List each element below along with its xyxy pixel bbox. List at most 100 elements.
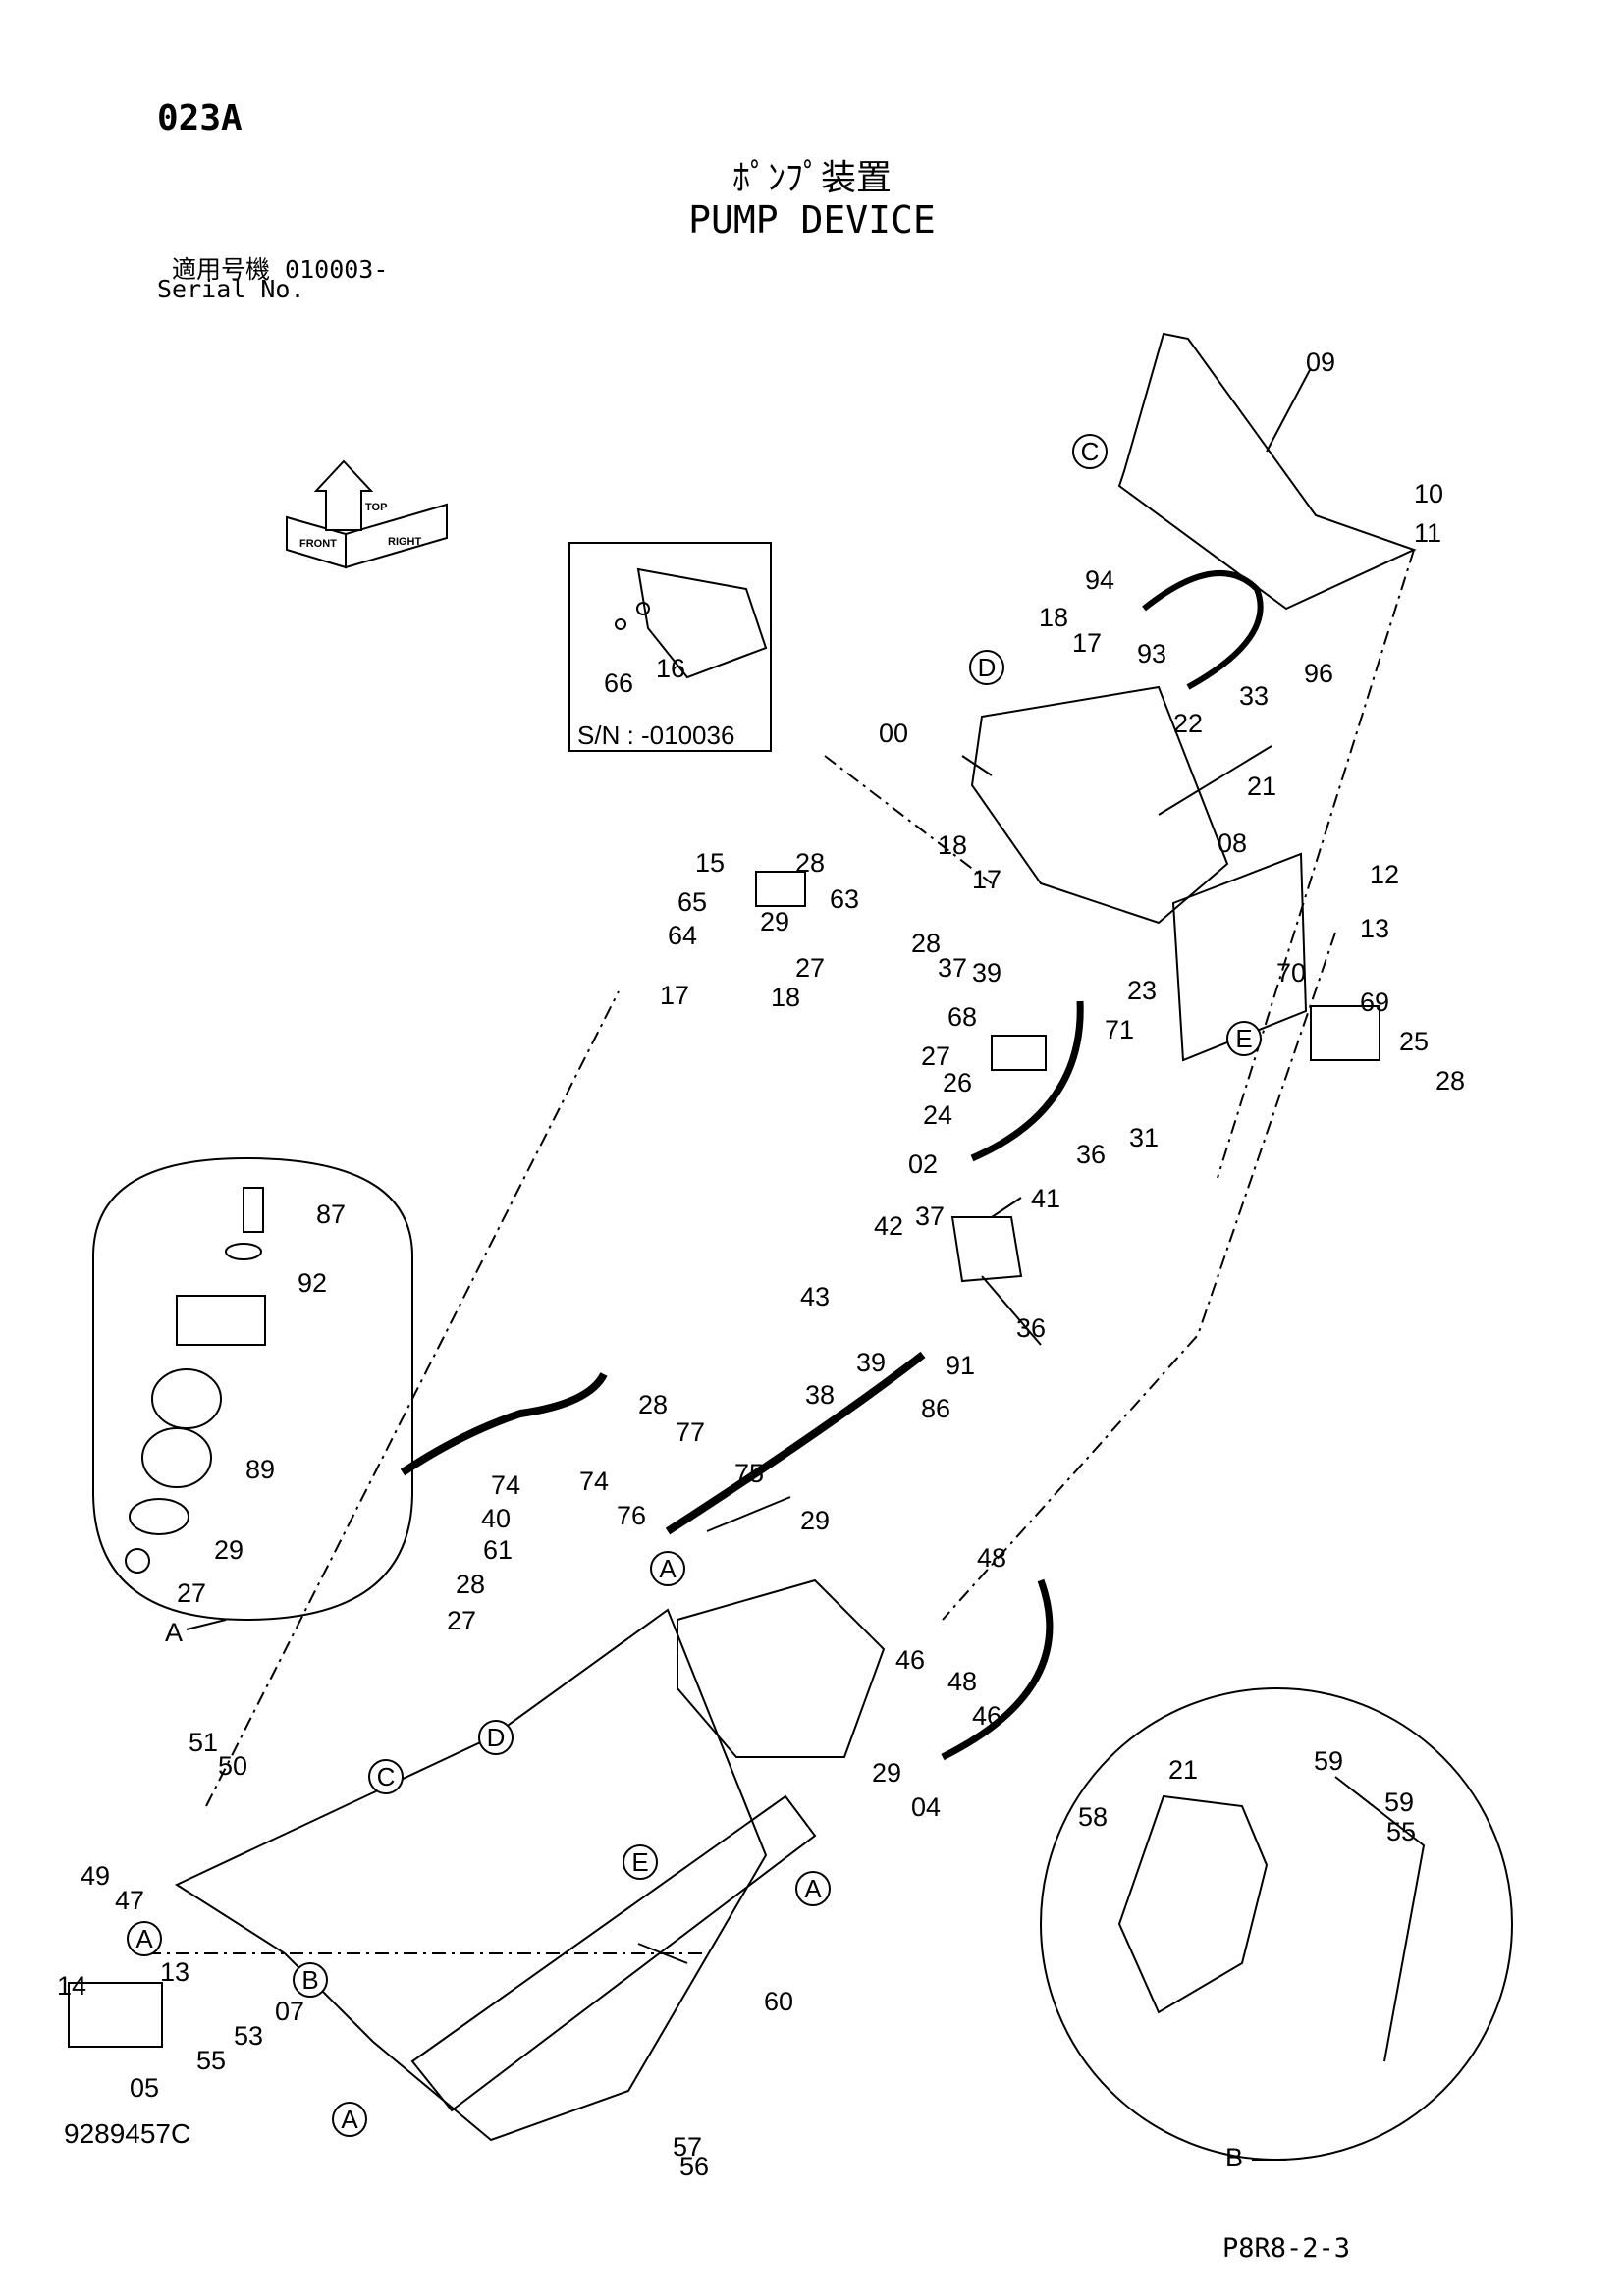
callout-21: 21 [1247, 772, 1276, 801]
leader-09 [1266, 367, 1312, 453]
callout-55: 55 [196, 2046, 226, 2075]
callout-04: 04 [911, 1792, 941, 1822]
callout-59: 59 [1314, 1746, 1343, 1776]
callout-70: 70 [1276, 958, 1306, 988]
svg-text:A: A [341, 2105, 358, 2134]
callout-05: 05 [130, 2073, 159, 2103]
callout-50: 50 [218, 1751, 247, 1781]
callout-63: 63 [830, 884, 859, 914]
callout-48: 48 [977, 1543, 1006, 1573]
callout-49: 49 [81, 1861, 110, 1891]
callout-94: 94 [1085, 565, 1114, 595]
page-number: P8R8-2-3 [1222, 2233, 1351, 2264]
callout-41: 41 [1031, 1184, 1060, 1213]
callout-77: 77 [676, 1417, 705, 1447]
callout-27: 27 [795, 953, 825, 983]
callout-64: 64 [668, 921, 697, 950]
mount-87a [151, 1368, 222, 1429]
hose-31 [970, 1000, 1084, 1162]
serial-applicable: 適用号機 010003- [172, 255, 389, 284]
page-title: PUMP DEVICE [688, 198, 936, 241]
callout-39: 39 [972, 958, 1001, 988]
document-number: 9289457C [64, 2118, 191, 2149]
reference-marker-a: A [127, 1921, 162, 1956]
hose-96 [1142, 570, 1264, 690]
inset-callout-16: 16 [656, 654, 685, 683]
leader-detail-a [186, 1619, 227, 1630]
callout-55: 55 [1386, 1817, 1416, 1846]
callout-22: 22 [1173, 709, 1203, 738]
leader-dashed-4 [1217, 549, 1415, 1179]
callout-89: 89 [245, 1455, 275, 1484]
reference-marker-e: E [1226, 1021, 1262, 1056]
inset-pump-part [636, 567, 768, 679]
block-63 [755, 871, 806, 907]
callout-31: 31 [1129, 1123, 1159, 1152]
serial-label: Serial No. [157, 275, 305, 303]
callout-17: 17 [660, 981, 689, 1010]
callout-57: 57 [673, 2132, 702, 2162]
bolt-91 [243, 1187, 264, 1233]
orientation-top-label: TOP [365, 502, 387, 513]
detail-b-label: B [1225, 2143, 1243, 2172]
block-05 [1117, 1794, 1269, 2014]
callout-71: 71 [1105, 1015, 1134, 1044]
callout-09: 09 [1306, 347, 1335, 377]
callout-93: 93 [1137, 639, 1166, 668]
detail-b-outline [1040, 1687, 1513, 2161]
callout-08: 08 [1218, 828, 1247, 858]
callout-13: 13 [1360, 914, 1389, 943]
callout-07: 07 [275, 1997, 304, 2026]
inset-callout-66: 66 [604, 668, 633, 698]
callout-11: 11 [1414, 518, 1441, 548]
bracket-detail-a [176, 1295, 266, 1346]
callout-28: 28 [638, 1390, 668, 1419]
callout-29: 29 [760, 907, 789, 936]
control-valve [677, 1578, 886, 1758]
callout-28: 28 [1435, 1066, 1465, 1095]
callout-92: 92 [298, 1268, 327, 1298]
callout-42: 42 [874, 1211, 903, 1241]
callout-28: 28 [911, 929, 941, 958]
callout-21: 21 [1168, 1755, 1198, 1785]
filter-68 [1310, 1005, 1380, 1061]
callout-10: 10 [1414, 479, 1443, 508]
reference-marker-d: D [478, 1720, 514, 1755]
callout-68: 68 [947, 1002, 977, 1032]
callout-96: 96 [1304, 659, 1333, 688]
callout-75: 75 [734, 1459, 764, 1488]
callout-17: 17 [1072, 628, 1102, 658]
svg-text:B: B [301, 1965, 318, 1995]
reference-marker-c: C [1072, 434, 1108, 469]
inset-part-16 [636, 602, 650, 615]
leader-dashed-2 [824, 755, 993, 884]
callout-46: 46 [895, 1645, 925, 1675]
callout-61: 61 [483, 1535, 513, 1565]
callout-27: 27 [921, 1041, 950, 1071]
callout-56: 56 [679, 2152, 709, 2181]
motor-04 [68, 1982, 163, 2048]
svg-text:A: A [804, 1874, 822, 1903]
plate-92 [129, 1498, 189, 1535]
leader-40 [706, 1496, 791, 1532]
leader-02 [991, 1197, 1022, 1218]
svg-text:E: E [1235, 1024, 1252, 1053]
callout-60: 60 [764, 1987, 793, 2016]
callout-14: 14 [57, 1971, 86, 2001]
hose-40 [665, 1351, 926, 1535]
callout-12: 12 [1370, 860, 1399, 889]
inset-part-66 [615, 618, 626, 630]
orientation-icon: FRONT RIGHT TOP [286, 459, 448, 569]
callout-18: 18 [938, 830, 967, 860]
plate-08 [1171, 852, 1308, 1062]
callout-24: 24 [923, 1100, 952, 1130]
callout-53: 53 [234, 2021, 263, 2051]
callout-87: 87 [316, 1200, 346, 1229]
callout-25: 25 [1399, 1027, 1429, 1056]
block-23 [991, 1035, 1047, 1071]
callout-39: 39 [856, 1348, 886, 1377]
callout-74: 74 [491, 1470, 520, 1500]
orientation-right-label: RIGHT [388, 536, 422, 548]
valve-02 [950, 1216, 1023, 1283]
callout-91: 91 [946, 1351, 975, 1380]
